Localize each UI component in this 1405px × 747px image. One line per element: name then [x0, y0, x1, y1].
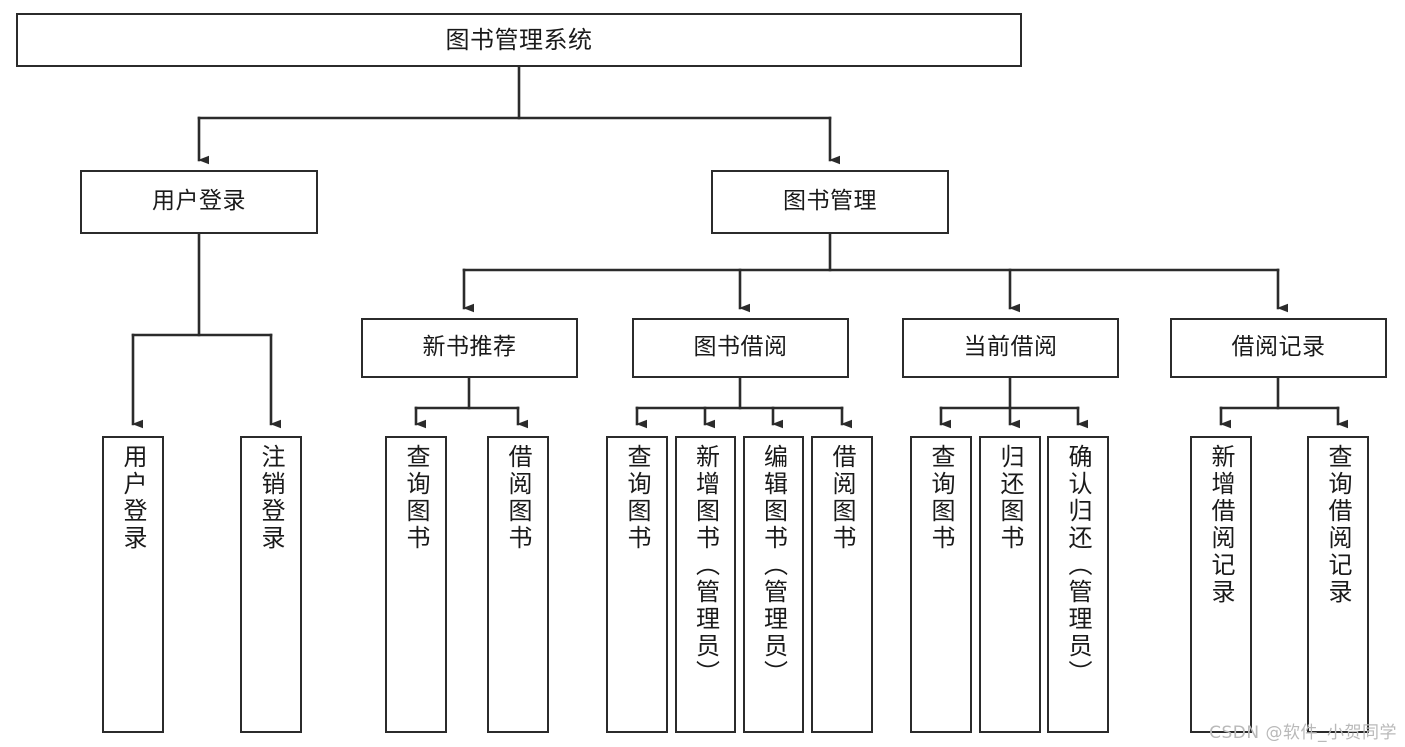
leaf-logout[interactable]: 注销登录	[240, 436, 302, 733]
node-book-borrow[interactable]: 图书借阅	[632, 318, 849, 378]
leaf-borrow-query-book[interactable]: 查询图书	[606, 436, 668, 733]
leaf-record-query-record[interactable]: 查询借阅记录	[1307, 436, 1369, 733]
node-borrow-record[interactable]: 借阅记录	[1170, 318, 1387, 378]
node-label: 编辑图书（管理员）	[759, 444, 788, 687]
node-label: 归还图书	[996, 444, 1024, 552]
leaf-borrow-add-book-admin[interactable]: 新增图书（管理员）	[675, 436, 736, 733]
node-label: 确认归还（管理员）	[1064, 444, 1092, 687]
node-label: 查询图书	[402, 444, 430, 552]
node-new-book-recommend[interactable]: 新书推荐	[361, 318, 578, 378]
leaf-newbook-query-book[interactable]: 查询图书	[385, 436, 447, 733]
node-label: 借阅记录	[1231, 334, 1326, 361]
node-label: 用户登录	[152, 188, 246, 215]
node-label: 当前借阅	[963, 334, 1058, 361]
leaf-borrow-borrow-book[interactable]: 借阅图书	[811, 436, 873, 733]
node-label: 图书管理系统	[445, 25, 593, 54]
leaf-current-return-book[interactable]: 归还图书	[979, 436, 1041, 733]
node-label: 图书管理	[783, 188, 877, 215]
node-book-management[interactable]: 图书管理	[711, 170, 949, 234]
node-user-login[interactable]: 用户登录	[80, 170, 318, 234]
node-label: 新增借阅记录	[1207, 444, 1235, 606]
node-label: 新增图书（管理员）	[691, 444, 720, 687]
node-label: 借阅图书	[504, 444, 532, 552]
leaf-newbook-borrow-book[interactable]: 借阅图书	[487, 436, 549, 733]
leaf-borrow-edit-book-admin[interactable]: 编辑图书（管理员）	[743, 436, 804, 733]
leaf-current-confirm-return-admin[interactable]: 确认归还（管理员）	[1047, 436, 1109, 733]
node-label: 图书借阅	[693, 334, 788, 361]
node-label: 借阅图书	[828, 444, 856, 552]
leaf-current-query-book[interactable]: 查询图书	[910, 436, 972, 733]
node-current-borrow[interactable]: 当前借阅	[902, 318, 1119, 378]
leaf-record-add-record[interactable]: 新增借阅记录	[1190, 436, 1252, 733]
node-root-system[interactable]: 图书管理系统	[16, 13, 1022, 67]
node-label: 注销登录	[257, 444, 285, 552]
leaf-user-login[interactable]: 用户登录	[102, 436, 164, 733]
node-label: 查询借阅记录	[1324, 444, 1352, 606]
node-label: 新书推荐	[422, 334, 517, 361]
watermark-csdn: CSDN @软件_小贺同学	[1209, 723, 1397, 743]
node-label: 查询图书	[623, 444, 651, 552]
node-label: 用户登录	[119, 444, 147, 552]
node-label: 查询图书	[927, 444, 955, 552]
